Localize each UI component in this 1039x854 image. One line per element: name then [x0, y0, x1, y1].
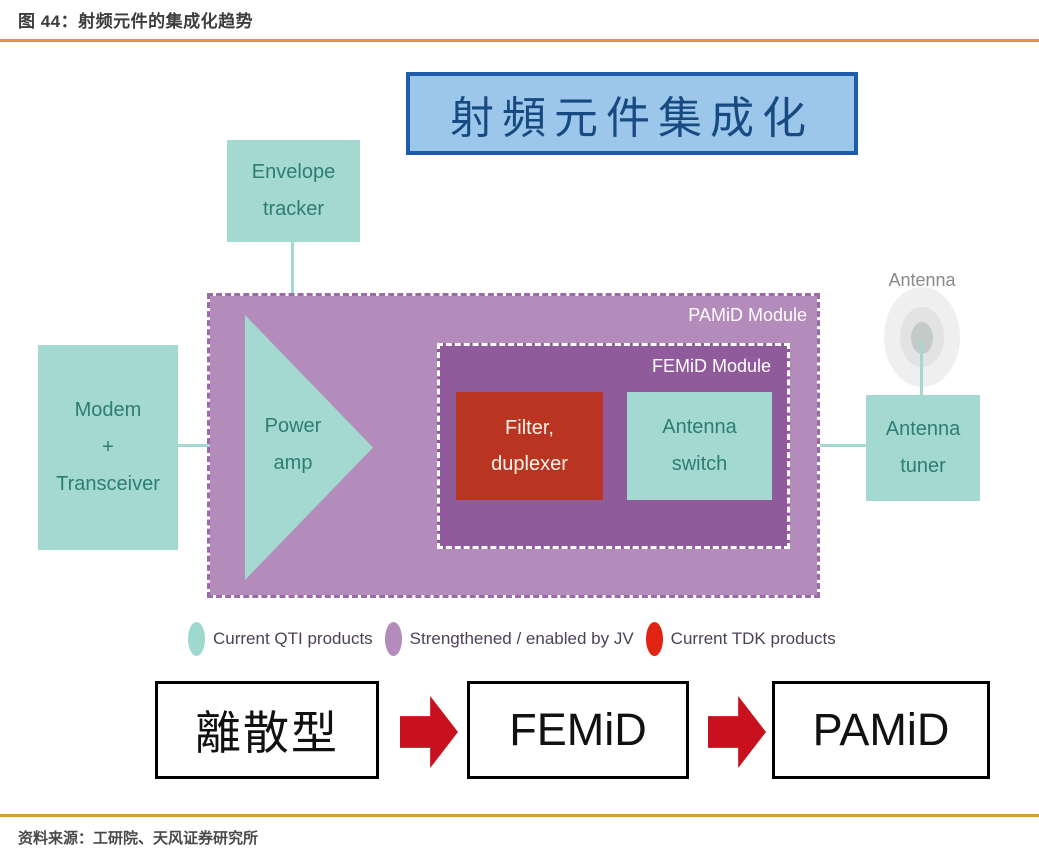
diagram-banner: 射頻元件集成化 [406, 72, 858, 155]
legend-label-tdk: Current TDK products [670, 629, 836, 648]
flow-step-discrete-label: 離散型 [195, 707, 339, 759]
flow-step-pamid: PAMiD [772, 681, 990, 779]
figure-title: 图 44：射频元件的集成化趋势 [18, 12, 254, 31]
source-note: 资料来源：工研院、天风证券研究所 [18, 830, 259, 847]
legend-label-jv: Strengthened / enabled by JV [409, 629, 634, 648]
power-amp-label: Power amp [247, 408, 339, 482]
flow-step-pamid-label: PAMiD [812, 704, 950, 755]
antenna-switch-label-line2: switch [671, 453, 728, 475]
connector-pamid-to-tuner [820, 444, 867, 447]
filter-duplexer-label-line2: duplexer [491, 453, 568, 475]
modem-label-line1: Modem [74, 399, 142, 421]
legend-item-qti: Current QTI products [188, 622, 373, 656]
legend-swatch-teal [188, 622, 205, 656]
banner-text: 射頻元件集成化 [450, 93, 814, 143]
top-divider [0, 39, 1039, 42]
flow-arrow-icon-1 [400, 696, 458, 768]
filter-duplexer-label-line1: Filter, [505, 417, 554, 439]
connector-antenna-to-tuner [920, 340, 923, 396]
antenna-switch-box: Antenna switch [627, 392, 772, 500]
bottom-divider [0, 814, 1039, 817]
flow-step-discrete: 離散型 [155, 681, 379, 779]
legend: Current QTI products Strengthened / enab… [188, 620, 868, 658]
flow-step-femid: FEMiD [467, 681, 689, 779]
antenna-tuner-box: Antenna tuner [866, 395, 980, 501]
envelope-tracker-label-line2: tracker [262, 198, 325, 220]
legend-label-qti: Current QTI products [213, 629, 373, 648]
modem-transceiver-box: Modem + Transceiver [38, 345, 178, 550]
legend-swatch-purple [384, 622, 402, 656]
antenna-dot [911, 322, 933, 354]
filter-duplexer-box: Filter, duplexer [456, 392, 603, 500]
antenna-label: Antenna [888, 270, 956, 290]
antenna-tuner-label-line2: tuner [900, 455, 946, 477]
flow-arrow-icon-2 [708, 696, 766, 768]
legend-swatch-red [645, 622, 663, 656]
modem-label-line3: Transceiver [56, 473, 160, 495]
power-amp-label-line2: amp [273, 452, 313, 474]
envelope-tracker-box: Envelope tracker [227, 140, 360, 242]
antenna-switch-label-line1: Antenna [662, 416, 737, 438]
modem-label-line2: + [102, 436, 114, 458]
legend-item-jv: Strengthened / enabled by JV [384, 622, 634, 656]
antenna-tuner-label-line1: Antenna [885, 418, 961, 440]
femid-module-label: FEMiD Module [651, 356, 771, 376]
legend-item-tdk: Current TDK products [645, 622, 836, 656]
pamid-module-label: PAMiD Module [688, 305, 807, 325]
power-amp-label-line1: Power [264, 415, 322, 437]
flow-step-femid-label: FEMiD [509, 704, 647, 755]
envelope-tracker-label-line1: Envelope [251, 161, 336, 183]
